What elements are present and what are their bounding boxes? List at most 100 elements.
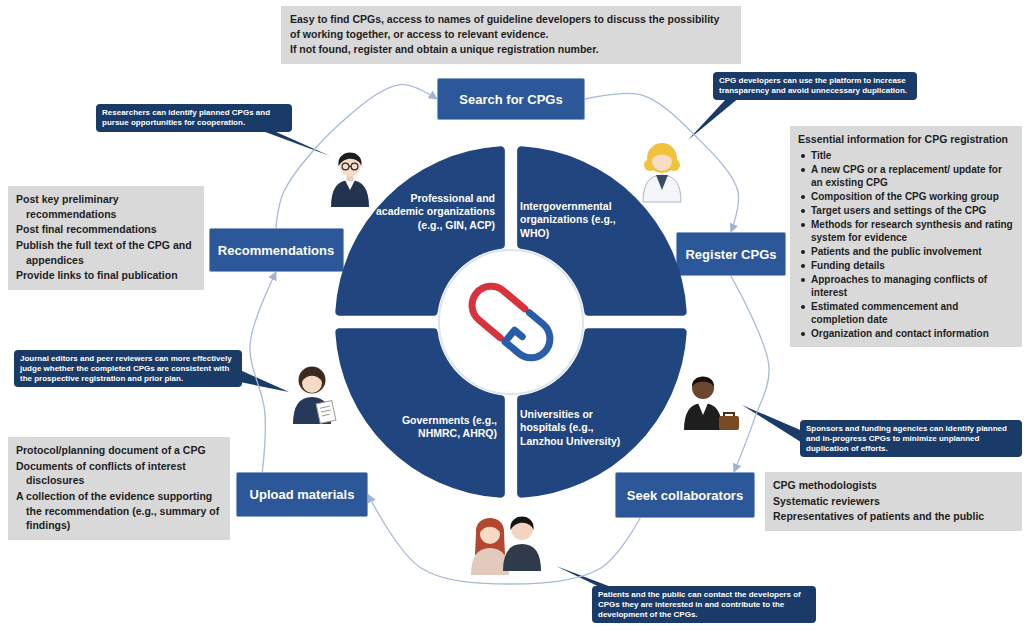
quadrant-shape — [335, 146, 505, 316]
person-icon — [692, 377, 714, 399]
list-item-text: Approaches to managing conflicts of inte… — [811, 273, 1014, 299]
callout-text: Researchers can identify planned CPGs an… — [102, 108, 286, 128]
callout-tail — [556, 566, 614, 588]
bullet-row: Composition of the CPG working group — [798, 190, 1014, 203]
person-icon — [643, 175, 681, 202]
quadrant-label: Professional and academic organizations … — [375, 192, 495, 232]
person-icon — [503, 517, 541, 572]
bullet-dot — [801, 250, 805, 254]
callout-box: Sponsors and funding agencies can identi… — [800, 420, 1022, 457]
quadrant-segment: Professional and academic organizations … — [335, 146, 505, 316]
person-icon — [345, 180, 355, 190]
bullet-dot — [801, 332, 805, 336]
person-icon — [338, 153, 361, 167]
quadrant-label: Universities or hospitals (e.g., Lanzhou… — [520, 408, 635, 448]
bullet-row: Funding details — [798, 259, 1014, 272]
list-item-text: Documents of conflicts of interest discl… — [16, 459, 222, 488]
bullet-dot — [801, 154, 805, 158]
person-icon — [331, 153, 369, 208]
person-icon — [684, 403, 722, 430]
list-item-text: Post final recommendations — [16, 222, 196, 237]
quadrant-shape — [517, 146, 687, 316]
quadrant-segment: Intergovernmental organizations (e.g., W… — [517, 146, 687, 316]
list-item-text: Provide links to final publication — [16, 268, 196, 283]
bullet-dot — [801, 168, 805, 172]
list-item-text: Funding details — [811, 259, 1014, 272]
info-box: Essential information for CPG registrati… — [790, 126, 1022, 347]
callout-box: Patients and the public can contact the … — [592, 586, 816, 623]
info-text: If not found, register and obtain a uniq… — [290, 42, 732, 57]
person-icon — [652, 150, 672, 159]
list-item-text: A collection of the evidence supporting … — [16, 489, 222, 533]
callout-tail — [259, 130, 330, 157]
person-icon — [316, 401, 336, 424]
heading-row: Essential information for CPG registrati… — [798, 133, 1014, 147]
list-item-text: A new CPG or a replacement/ update for a… — [811, 163, 1014, 189]
person-icon — [299, 367, 326, 394]
info-box: Post key preliminary recommendationsPost… — [8, 186, 204, 290]
callout-text: Sponsors and funding agencies can identi… — [806, 424, 1016, 453]
person-icon — [510, 517, 533, 531]
person-icon — [331, 180, 369, 207]
cycle-arrow — [731, 276, 769, 472]
center-logo — [505, 313, 558, 366]
step-box: Search for CPGs — [437, 78, 585, 120]
person-icon — [480, 523, 500, 532]
person-icon — [351, 163, 358, 170]
list-item-text: Systematic reviewers — [773, 494, 1014, 509]
quadrant-label: Intergovernmental organizations (e.g., W… — [520, 200, 628, 240]
step-box: Recommendations — [209, 228, 344, 272]
bullet-dot — [801, 278, 805, 282]
cycle-arrow — [250, 272, 276, 472]
center-logo — [464, 279, 557, 366]
step-label: Seek collaborators — [627, 488, 743, 503]
list-item-text: Publish the full text of the CPG and app… — [16, 238, 196, 267]
list-item-text: Composition of the CPG working group — [811, 190, 1014, 203]
person-icon — [302, 373, 322, 393]
bullet-dot — [801, 195, 805, 199]
person-icon — [684, 377, 739, 431]
person-icon — [692, 377, 714, 388]
info-box: CPG methodologistsSystematic reviewersRe… — [765, 472, 1022, 531]
list-item-text: Estimated commencement and completion da… — [811, 300, 1014, 326]
step-box: Register CPGs — [676, 232, 786, 276]
list-item-text: Target users and settings of the CPG — [811, 204, 1014, 217]
person-icon — [652, 151, 672, 171]
info-text: Easy to find CPGs, access to names of gu… — [290, 12, 732, 42]
step-label: Upload materials — [250, 487, 355, 502]
person-icon — [342, 163, 349, 170]
person-icon — [503, 544, 541, 571]
callout-text: CPG developers can use the platform to i… — [719, 76, 911, 96]
person-icon — [322, 414, 330, 416]
info-box: Protocol/planning document of a CPGDocum… — [8, 437, 230, 540]
info-box: Easy to find CPGs, access to names of gu… — [281, 6, 741, 64]
bullet-dot — [801, 223, 805, 227]
callout-tail — [742, 405, 802, 443]
person-icon — [316, 401, 336, 424]
list-item-text: Organization and contact information — [811, 327, 1014, 340]
list-item-text: Title — [811, 149, 1014, 162]
quadrant-label: Governments (e.g., NHMRC, AHRQ) — [382, 414, 497, 441]
step-label: Search for CPGs — [459, 92, 562, 107]
person-icon — [302, 372, 322, 381]
list-item-text: Representatives of patients and the publ… — [773, 509, 1014, 524]
callout-text: Journal editors and peer reviewers can m… — [20, 354, 236, 383]
bullet-row: Title — [798, 149, 1014, 162]
person-icon — [293, 367, 336, 425]
bullet-dot — [801, 305, 805, 309]
bullet-dot — [801, 209, 805, 213]
bullet-row: Organization and contact information — [798, 327, 1014, 340]
cycle-arrow — [368, 495, 640, 585]
bullet-row: Estimated commencement and completion da… — [798, 300, 1014, 326]
list-item-text: Methods for research synthesis and ratin… — [811, 218, 1014, 244]
bullet-row: Target users and settings of the CPG — [798, 204, 1014, 217]
step-box: Upload materials — [236, 472, 368, 517]
step-box: Seek collaborators — [615, 472, 755, 518]
list-item-text: CPG methodologists — [773, 478, 1014, 493]
callout-text: Patients and the public can contact the … — [598, 590, 810, 619]
person-icon — [320, 406, 330, 408]
person-icon — [719, 416, 739, 430]
person-icon — [349, 166, 351, 167]
person-icon — [698, 403, 708, 415]
